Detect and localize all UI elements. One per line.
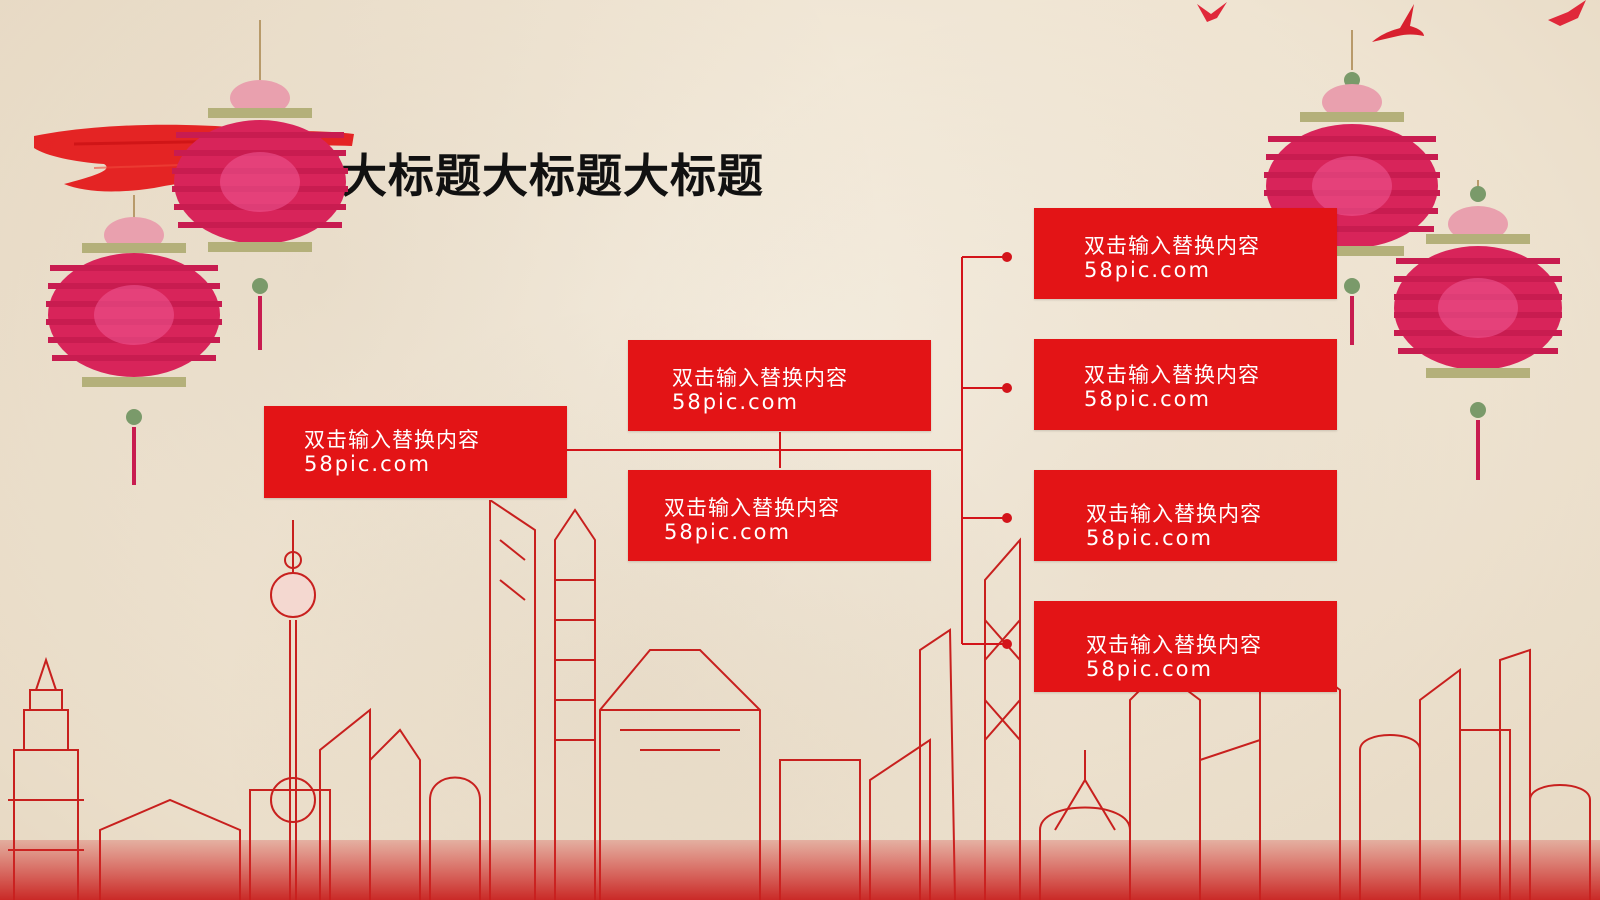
bird-icon [1548, 0, 1586, 26]
node-text: 双击输入替换内容 [1086, 633, 1262, 657]
node-text: 双击输入替换内容 [672, 366, 848, 390]
right-node-box[interactable]: 双击输入替换内容 58pic.com [1034, 339, 1337, 430]
right-node-box[interactable]: 双击输入替换内容 58pic.com [1034, 601, 1337, 692]
node-text: 双击输入替换内容 [1084, 363, 1260, 387]
node-subtext: 58pic.com [1086, 526, 1213, 550]
right-node-box[interactable]: 双击输入替换内容 58pic.com [1034, 208, 1337, 299]
node-subtext: 58pic.com [672, 390, 799, 414]
middle-node-box[interactable]: 双击输入替换内容 58pic.com [628, 340, 931, 431]
middle-node-box[interactable]: 双击输入替换内容 58pic.com [628, 470, 931, 561]
bird-icon [1372, 4, 1424, 42]
node-subtext: 58pic.com [1084, 387, 1211, 411]
red-lantern-icon [1394, 180, 1562, 480]
node-text: 双击输入替换内容 [1086, 502, 1262, 526]
red-lantern-icon [46, 195, 222, 485]
node-subtext: 58pic.com [1084, 258, 1211, 282]
node-subtext: 58pic.com [304, 452, 431, 476]
node-subtext: 58pic.com [664, 520, 791, 544]
right-node-box[interactable]: 双击输入替换内容 58pic.com [1034, 470, 1337, 561]
red-lantern-icon [172, 20, 348, 350]
node-text: 双击输入替换内容 [304, 428, 480, 452]
node-text: 双击输入替换内容 [664, 496, 840, 520]
node-subtext: 58pic.com [1086, 657, 1213, 681]
root-node-box[interactable]: 双击输入替换内容 58pic.com [264, 406, 567, 498]
city-skyline [0, 500, 1600, 900]
node-text: 双击输入替换内容 [1084, 234, 1260, 258]
bird-icon [1197, 2, 1227, 22]
